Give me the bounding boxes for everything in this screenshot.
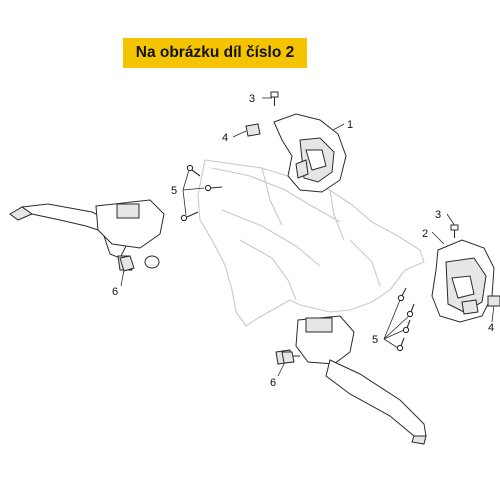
right-brake-assembly <box>275 315 427 445</box>
callout-1: 1 <box>347 119 353 131</box>
switch-housing-part-1 <box>273 113 347 193</box>
left-brake-assembly <box>9 199 165 271</box>
callout-4-right: 4 <box>488 322 494 334</box>
callout-5-right: 5 <box>372 334 378 346</box>
switch-part-6 <box>119 255 295 364</box>
clip-part-4 <box>245 123 500 307</box>
screw-part-3 <box>270 91 459 238</box>
callout-6-right: 6 <box>270 377 276 389</box>
handlebar-cover-outline <box>197 159 425 327</box>
callout-4-left: 4 <box>222 132 228 144</box>
leader-lines <box>120 97 495 377</box>
callout-5-left: 5 <box>171 185 177 197</box>
switch-housing-part-2 <box>431 239 495 323</box>
screw-part-5 <box>180 164 415 352</box>
callout-6-left: 6 <box>112 286 118 298</box>
part-number-banner: Na obrázku díl číslo 2 <box>123 38 307 68</box>
callout-2: 2 <box>422 228 428 240</box>
callout-3-left: 3 <box>249 93 255 105</box>
callout-3-right: 3 <box>435 209 441 221</box>
banner-text: Na obrázku díl číslo 2 <box>135 44 295 61</box>
